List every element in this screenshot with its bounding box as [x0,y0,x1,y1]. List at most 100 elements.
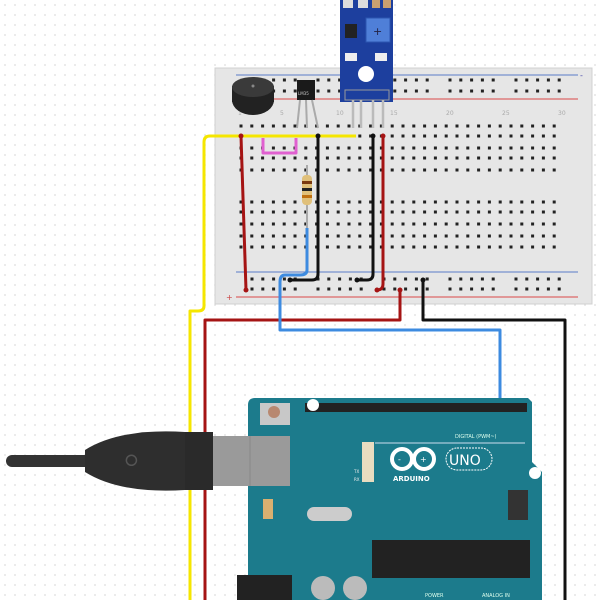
breadboard-hole[interactable] [552,146,556,150]
breadboard-hole[interactable] [466,234,470,238]
breadboard-hole[interactable] [390,245,394,249]
breadboard-hole[interactable] [379,222,383,226]
breadboard-hole[interactable] [509,234,513,238]
breadboard-hole[interactable] [491,287,495,291]
breadboard-hole[interactable] [390,222,394,226]
breadboard-hole[interactable] [390,134,394,138]
breadboard-hole[interactable] [480,78,484,82]
breadboard-hole[interactable] [433,245,437,249]
breadboard-hole[interactable] [272,277,276,281]
breadboard-hole[interactable] [448,78,452,82]
breadboard-hole[interactable] [541,210,545,214]
breadboard-hole[interactable] [250,234,254,238]
breadboard-hole[interactable] [423,245,427,249]
breadboard-hole[interactable] [412,222,416,226]
breadboard-hole[interactable] [369,168,373,172]
breadboard-hole[interactable] [466,222,470,226]
breadboard-hole[interactable] [304,156,308,160]
breadboard-hole[interactable] [390,168,394,172]
breadboard-hole[interactable] [327,277,331,281]
breadboard-hole[interactable] [520,245,524,249]
breadboard-hole[interactable] [498,245,502,249]
breadboard-hole[interactable] [531,200,535,204]
breadboard-hole[interactable] [525,287,529,291]
breadboard-hole[interactable] [348,277,352,281]
breadboard-hole[interactable] [401,156,405,160]
breadboard-hole[interactable] [358,146,362,150]
breadboard-hole[interactable] [404,78,408,82]
breadboard-hole[interactable] [338,287,342,291]
breadboard-hole[interactable] [531,234,535,238]
breadboard-hole[interactable] [401,168,405,172]
breadboard-hole[interactable] [536,277,540,281]
breadboard-hole[interactable] [480,89,484,93]
breadboard-hole[interactable] [466,200,470,204]
breadboard-hole[interactable] [282,287,286,291]
breadboard-hole[interactable] [347,222,351,226]
breadboard-hole[interactable] [455,200,459,204]
breadboard-hole[interactable] [272,78,276,82]
breadboard-hole[interactable] [520,146,524,150]
breadboard-hole[interactable] [325,234,329,238]
breadboard-hole[interactable] [466,134,470,138]
breadboard-hole[interactable] [541,245,545,249]
breadboard-hole[interactable] [541,146,545,150]
breadboard-hole[interactable] [455,146,459,150]
breadboard-hole[interactable] [271,156,275,160]
breadboard-hole[interactable] [541,234,545,238]
breadboard-hole[interactable] [433,210,437,214]
breadboard-hole[interactable] [282,78,286,82]
breadboard-hole[interactable] [358,245,362,249]
breadboard-hole[interactable] [546,277,550,281]
breadboard-hole[interactable] [261,168,265,172]
breadboard-hole[interactable] [293,168,297,172]
breadboard-hole[interactable] [379,234,383,238]
breadboard-hole[interactable] [466,124,470,128]
breadboard-hole[interactable] [525,277,529,281]
breadboard-hole[interactable] [304,210,308,214]
breadboard-hole[interactable] [444,146,448,150]
breadboard-hole[interactable] [480,277,484,281]
breadboard-hole[interactable] [470,277,474,281]
breadboard-hole[interactable] [531,222,535,226]
breadboard-hole[interactable] [401,134,405,138]
breadboard-hole[interactable] [531,210,535,214]
breadboard-hole[interactable] [325,222,329,226]
breadboard-hole[interactable] [509,168,513,172]
breadboard-hole[interactable] [282,168,286,172]
breadboard-hole[interactable] [239,124,243,128]
breadboard-hole[interactable] [401,222,405,226]
breadboard-hole[interactable] [390,156,394,160]
breadboard-hole[interactable] [477,222,481,226]
breadboard-hole[interactable] [477,245,481,249]
breadboard-hole[interactable] [325,156,329,160]
breadboard-hole[interactable] [412,200,416,204]
breadboard-hole[interactable] [455,156,459,160]
breadboard-hole[interactable] [514,277,518,281]
breadboard-hole[interactable] [271,234,275,238]
breadboard-hole[interactable] [250,210,254,214]
reset-button[interactable] [268,406,280,418]
breadboard-hole[interactable] [520,168,524,172]
breadboard-hole[interactable] [455,245,459,249]
breadboard-hole[interactable] [448,89,452,93]
breadboard-hole[interactable] [282,277,286,281]
breadboard-hole[interactable] [404,287,408,291]
breadboard-hole[interactable] [282,156,286,160]
breadboard-hole[interactable] [423,200,427,204]
breadboard-hole[interactable] [498,124,502,128]
breadboard-hole[interactable] [325,245,329,249]
breadboard-hole[interactable] [304,146,308,150]
breadboard-hole[interactable] [369,245,373,249]
breadboard-hole[interactable] [423,210,427,214]
breadboard-hole[interactable] [336,200,340,204]
breadboard-hole[interactable] [250,146,254,150]
breadboard-hole[interactable] [546,89,550,93]
breadboard-hole[interactable] [336,210,340,214]
breadboard-hole[interactable] [271,245,275,249]
breadboard-hole[interactable] [293,287,297,291]
breadboard-hole[interactable] [514,78,518,82]
breadboard-hole[interactable] [304,222,308,226]
breadboard-hole[interactable] [466,168,470,172]
breadboard-hole[interactable] [401,245,405,249]
